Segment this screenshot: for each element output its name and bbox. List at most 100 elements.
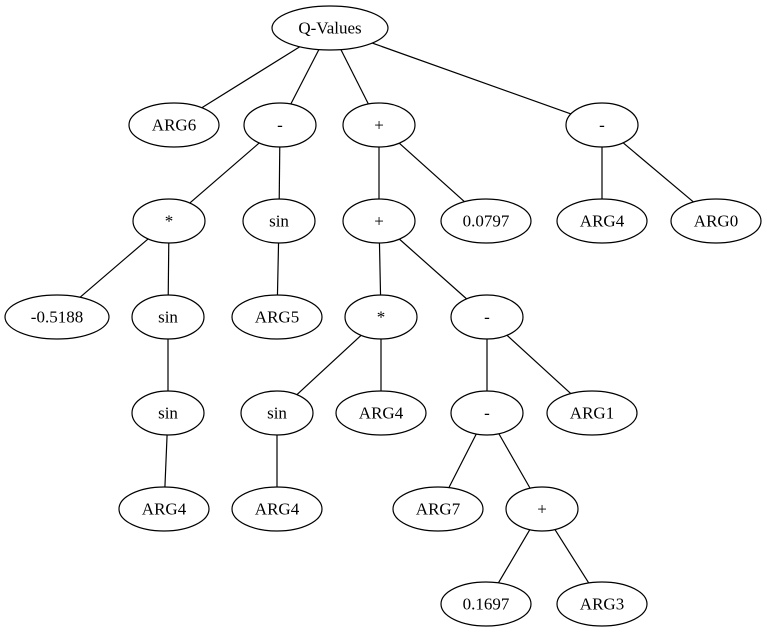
node-ellipse bbox=[271, 5, 389, 51]
node-ellipse bbox=[670, 198, 762, 244]
tree-node: sin bbox=[242, 198, 316, 244]
node-label: sin bbox=[158, 308, 178, 327]
tree-edge bbox=[290, 49, 320, 105]
node-ellipse bbox=[440, 198, 532, 244]
node-ellipse bbox=[565, 102, 639, 148]
tree-edge bbox=[398, 142, 465, 203]
node-label: -0.5188 bbox=[31, 308, 83, 327]
tree-node: - bbox=[565, 102, 639, 148]
tree-edge bbox=[340, 49, 369, 105]
tree-node: + bbox=[505, 486, 579, 532]
tree-node: sin bbox=[131, 294, 205, 340]
tree-node: 0.1697 bbox=[440, 581, 532, 627]
tree-edge bbox=[378, 242, 382, 296]
tree-edge bbox=[497, 529, 531, 584]
tree-edge bbox=[554, 529, 590, 584]
node-label: + bbox=[374, 116, 384, 135]
node-ellipse bbox=[131, 294, 205, 340]
tree-node: + bbox=[342, 102, 416, 148]
tree-edge bbox=[296, 334, 362, 396]
tree-edge bbox=[506, 334, 572, 395]
node-ellipse bbox=[131, 390, 205, 436]
tree-node: * bbox=[132, 198, 206, 244]
tree-node: sin bbox=[240, 390, 314, 436]
node-ellipse bbox=[392, 486, 484, 532]
node-ellipse bbox=[132, 198, 206, 244]
tree-node: + bbox=[342, 198, 416, 244]
node-label: 0.0797 bbox=[463, 212, 510, 231]
node-label: - bbox=[484, 308, 490, 327]
node-label: 0.1697 bbox=[463, 595, 510, 614]
node-ellipse bbox=[231, 486, 323, 532]
node-label: - bbox=[599, 116, 605, 135]
node-label: ARG1 bbox=[570, 404, 614, 423]
node-label: * bbox=[377, 308, 386, 327]
node-ellipse bbox=[242, 198, 316, 244]
node-ellipse bbox=[505, 486, 579, 532]
node-label: - bbox=[484, 404, 490, 423]
node-ellipse bbox=[342, 198, 416, 244]
tree-node: -0.5188 bbox=[4, 294, 110, 340]
tree-node: ARG4 bbox=[556, 198, 648, 244]
node-ellipse bbox=[344, 294, 418, 340]
node-ellipse bbox=[546, 390, 638, 436]
node-label: sin bbox=[158, 404, 178, 423]
node-label: ARG0 bbox=[694, 212, 738, 231]
node-label: ARG4 bbox=[359, 404, 404, 423]
node-ellipse bbox=[128, 102, 220, 148]
node-label: ARG7 bbox=[416, 500, 461, 519]
node-ellipse bbox=[4, 294, 110, 340]
node-ellipse bbox=[450, 294, 524, 340]
tree-node: 0.0797 bbox=[440, 198, 532, 244]
node-ellipse bbox=[342, 102, 416, 148]
tree-node: ARG1 bbox=[546, 390, 638, 436]
tree-edge bbox=[189, 142, 260, 204]
tree-edge bbox=[164, 434, 168, 488]
tree-node: ARG0 bbox=[670, 198, 762, 244]
node-ellipse bbox=[440, 581, 532, 627]
tree-node: ARG6 bbox=[128, 102, 220, 148]
tree-node: Q-Values bbox=[271, 5, 389, 51]
node-label: ARG4 bbox=[142, 500, 187, 519]
tree-edge bbox=[167, 242, 170, 296]
node-label: ARG4 bbox=[580, 212, 625, 231]
tree-edge bbox=[201, 46, 301, 109]
node-label: * bbox=[165, 212, 174, 231]
tree-edge bbox=[498, 433, 531, 489]
tree-edge bbox=[622, 142, 694, 203]
node-label: + bbox=[374, 212, 384, 231]
tree-node: - bbox=[450, 390, 524, 436]
node-label: ARG3 bbox=[580, 595, 624, 614]
node-label: ARG6 bbox=[152, 116, 196, 135]
tree-node: - bbox=[450, 294, 524, 340]
node-ellipse bbox=[118, 486, 210, 532]
tree-edges bbox=[79, 42, 694, 584]
tree-edge bbox=[448, 433, 477, 488]
tree-node: * bbox=[344, 294, 418, 340]
tree-node: ARG7 bbox=[392, 486, 484, 532]
node-label: Q-Values bbox=[298, 19, 361, 38]
node-label: - bbox=[277, 116, 283, 135]
tree-node: ARG4 bbox=[231, 486, 323, 532]
tree-edge bbox=[372, 42, 572, 115]
tree-edge bbox=[79, 238, 149, 298]
tree-node: sin bbox=[131, 390, 205, 436]
tree-edge bbox=[398, 238, 468, 300]
node-ellipse bbox=[231, 294, 323, 340]
node-ellipse bbox=[556, 198, 648, 244]
tree-node: ARG4 bbox=[118, 486, 210, 532]
tree-node: ARG3 bbox=[556, 581, 648, 627]
node-label: sin bbox=[267, 404, 287, 423]
tree-node: ARG5 bbox=[231, 294, 323, 340]
tree-edge bbox=[276, 242, 280, 296]
node-label: ARG5 bbox=[255, 308, 299, 327]
node-label: ARG4 bbox=[255, 500, 300, 519]
node-label: sin bbox=[269, 212, 289, 231]
node-ellipse bbox=[243, 102, 317, 148]
tree-node: - bbox=[243, 102, 317, 148]
tree-node: ARG4 bbox=[335, 390, 427, 436]
node-ellipse bbox=[240, 390, 314, 436]
tree-edge bbox=[278, 146, 281, 200]
